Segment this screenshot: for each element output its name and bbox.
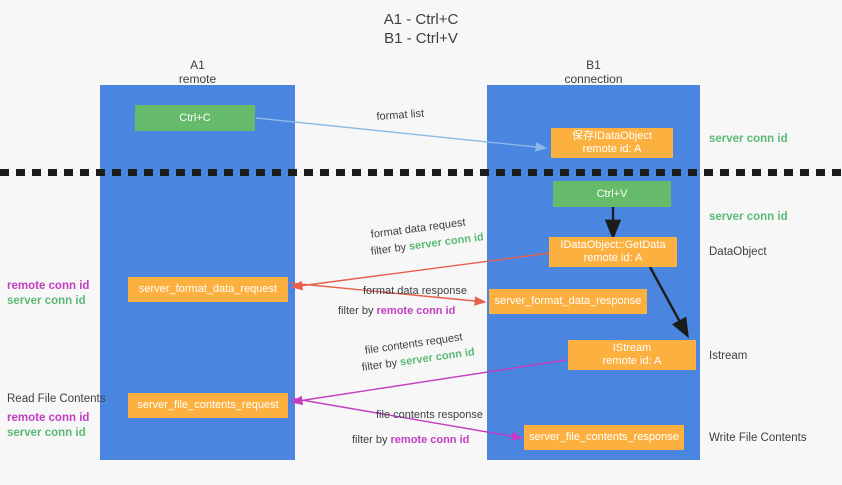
label-fcreq-filter-prefix: filter by [361,356,401,374]
box-idataobject-line2: remote id: A [582,143,642,155]
arrow-format-data-response [289,282,487,306]
left-label-remote-conn-id-1: remote conn id [7,280,90,292]
box-getdata-line2: remote id: A [583,252,643,264]
label-format-data-response-filter: filter by remote conn id [338,304,455,319]
box-ctrl-v[interactable]: Ctrl+V [553,181,671,207]
box-getdata-line1: IDataObject::GetData [560,239,666,251]
box-istream-line2: remote id: A [602,355,662,367]
label-file-contents-response-filter: filter by remote conn id [352,433,469,448]
box-idataobject-getdata[interactable]: IDataObject::GetData remote id: A [549,237,677,267]
label-fdreq-filter-prefix: filter by [370,240,410,258]
box-ctrl-v-label: Ctrl+V [596,187,628,200]
arrow-getdata-to-istream [648,266,689,339]
right-label-istream: Istream [709,350,748,362]
box-server-format-data-request[interactable]: server_format_data_request [128,277,288,302]
label-fdres-filter-prefix: filter by [338,305,377,317]
arrow-format-data-request [290,252,551,291]
lane-a1-name: A1 [190,58,205,72]
lane-b1-name: B1 [586,58,601,72]
label-fdres-filter-value: remote conn id [376,305,456,317]
label-format-data-response: format data response [363,285,467,297]
box-ctrl-c[interactable]: Ctrl+C [135,105,255,131]
label-file-contents-response: file contents response [376,409,484,421]
title-line-2: B1 - Ctrl+V [384,30,458,47]
right-label-server-conn-id-top: server conn id [709,133,788,145]
lane-a1-sub: remote [178,72,217,86]
box-idataobject[interactable]: 保存IDataObject remote id: A [551,128,673,158]
left-label-conn-ids-2: remote conn id server conn id [7,411,89,441]
label-fcres-filter-prefix: filter by [352,434,391,446]
boundary-divider [0,169,842,176]
lane-header-b1: B1 connection [487,58,700,86]
right-label-server-conn-id-mid: server conn id [709,211,788,223]
title-line-1: A1 - Ctrl+C [383,11,459,28]
box-ctrl-c-label: Ctrl+C [179,111,211,124]
box-server-file-contents-request-label: server_file_contents_request [137,399,279,411]
box-server-format-data-request-label: server_format_data_request [138,283,278,295]
left-label-server-conn-id-2: server conn id [7,427,86,439]
left-label-remote-conn-id-2: remote conn id [7,412,90,424]
box-istream-line1: IStream [612,342,652,354]
lane-b1-sub: connection [564,72,623,86]
left-label-read-file-contents: Read File Contents [7,393,106,405]
arrow-format-list [255,117,548,152]
box-server-format-data-response[interactable]: server_format_data_response [489,289,647,314]
box-server-file-contents-request[interactable]: server_file_contents_request [128,393,288,418]
right-label-write-file-contents: Write File Contents [709,432,807,444]
left-label-server-conn-id-1: server conn id [7,295,86,307]
lane-header-a1: A1 remote [100,58,295,86]
arrow-file-contents-request [290,359,567,406]
box-server-file-contents-response-label: server_file_contents_response [529,431,679,443]
arrow-file-contents-response [289,397,524,441]
box-istream[interactable]: IStream remote id: A [568,340,696,370]
page-title: A1 - Ctrl+C B1 - Ctrl+V [0,10,842,48]
box-server-format-data-response-label: server_format_data_response [494,295,642,307]
box-server-file-contents-response[interactable]: server_file_contents_response [524,425,684,450]
right-label-dataobject: DataObject [709,246,767,258]
label-fcres-filter-value: remote conn id [390,434,470,446]
left-label-conn-ids-1: remote conn id server conn id [7,279,89,309]
box-idataobject-line1: 保存IDataObject [571,130,653,142]
